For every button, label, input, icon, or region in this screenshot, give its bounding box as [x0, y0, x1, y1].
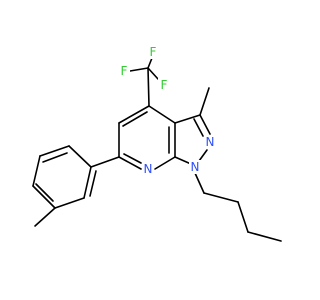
- bond-n7-c7a: [154, 156, 176, 170]
- nitrogen-atom-n1: N: [189, 160, 201, 174]
- bond-c3-n2-double: [193, 118, 204, 137]
- bond-tolyl-a-b: [83, 166, 92, 199]
- bond-tolyl-c-d-double: [35, 183, 54, 202]
- bond-c6-n7-double: [123, 153, 142, 164]
- bond-tolyl-e-f-double: [42, 152, 68, 163]
- bond-butyl-2-3: [237, 201, 249, 233]
- fluorine-atom-top: F: [147, 45, 159, 59]
- bond-n1-c7a: [174, 156, 192, 165]
- bond-cf3-c-f-top: [147, 57, 153, 69]
- bond-c4-c5: [118, 105, 150, 124]
- bond-tolyl-f-a: [68, 145, 92, 168]
- bond-c3-n2: [199, 114, 211, 135]
- bond-tolyl-b-c: [54, 197, 85, 209]
- nitrogen-atom-n2: N: [204, 135, 216, 149]
- svg-text:F: F: [161, 78, 168, 92]
- bond-tolyl-d-e: [32, 155, 41, 187]
- svg-text:F: F: [150, 45, 157, 59]
- bond-tolyl-a-b-double: [89, 170, 97, 197]
- bond-c3a-c4: [148, 105, 176, 124]
- bond-tolyl-methyl: [34, 207, 56, 227]
- bond-tolyl-c-d: [32, 185, 56, 209]
- bond-n2-n1: [198, 149, 208, 162]
- bond-cf3-c-f-right: [147, 67, 159, 80]
- svg-text:F: F: [121, 64, 128, 78]
- bond-c3a-c3: [174, 114, 201, 124]
- bonds: [32, 57, 282, 242]
- bond-c6-n7: [118, 156, 142, 170]
- nitrogen-atom-pyridine: N: [142, 162, 154, 176]
- molecule-diagram: F F F N N N: [32, 45, 282, 242]
- bond-cf3-c-c4: [147, 67, 150, 107]
- bond-tolyl-e-f: [39, 145, 70, 157]
- fluorine-atom-right: F: [158, 78, 170, 92]
- bond-cf3-c-f-left: [129, 67, 149, 72]
- bond-c6-tolyl: [90, 156, 120, 168]
- bond-c4-c5-double: [122, 111, 148, 127]
- bond-c3-methyl: [199, 87, 210, 116]
- fluorine-atom-left: F: [118, 64, 130, 78]
- svg-text:N: N: [144, 162, 153, 176]
- atom-labels: F F F N N N: [118, 45, 216, 176]
- bond-butyl-1-2: [203, 192, 239, 203]
- svg-text:N: N: [191, 160, 200, 174]
- svg-text:N: N: [206, 135, 215, 149]
- bond-n1-butyl-1: [194, 172, 205, 194]
- bond-butyl-3-4: [247, 231, 282, 242]
